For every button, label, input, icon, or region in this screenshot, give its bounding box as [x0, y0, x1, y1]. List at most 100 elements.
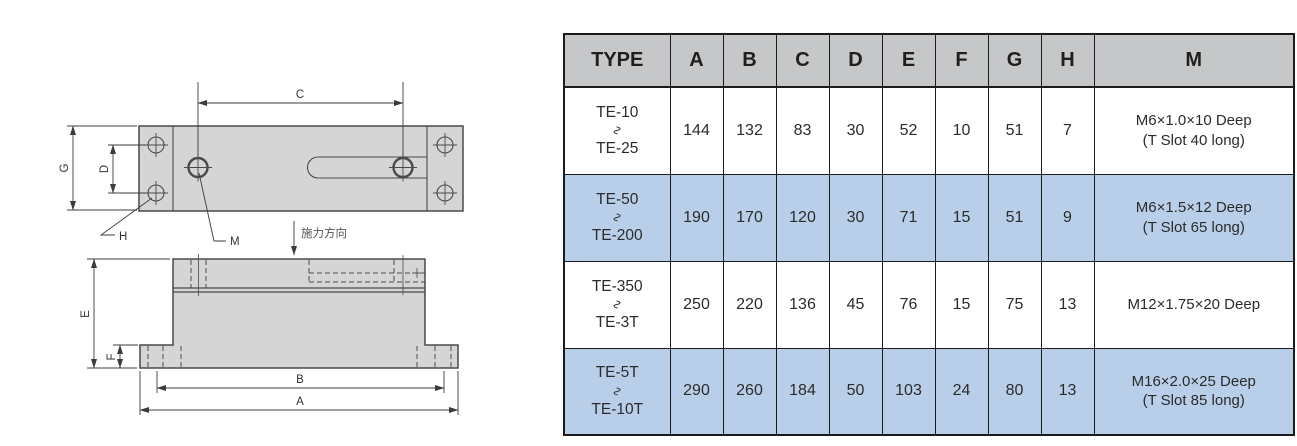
table-row: TE-10 ∿ TE-25 144 132 83 30 52 10 51 7 M… [563, 86, 1295, 175]
hidden-lines-t-slot [308, 260, 425, 283]
col-header-m: M [1093, 33, 1295, 88]
table-row: TE-5T ∿ TE-10T 290 260 184 50 103 24 80 … [563, 347, 1295, 436]
cell-g: 75 [987, 260, 1042, 349]
dim-label-d: D [99, 165, 111, 173]
col-header-h: H [1040, 33, 1095, 88]
corner-hole [144, 181, 168, 205]
type-cell: TE-350 ∿ TE-3T [563, 260, 671, 349]
front-view-body [139, 258, 459, 369]
m-spec-line1: M12×1.75×20 Deep [1127, 295, 1261, 313]
cell-m: M16×2.0×25 Deep (T Slot 85 long) [1093, 347, 1295, 436]
cell-f: 24 [934, 347, 989, 436]
front-view-dimensions [87, 221, 459, 415]
type-cell: TE-5T ∿ TE-10T [563, 347, 671, 436]
dim-label-e: E [80, 310, 92, 318]
cell-b: 220 [722, 260, 777, 349]
type-to: TE-10T [591, 400, 644, 418]
col-header-g: G [987, 33, 1042, 88]
range-tilde: ∿ [609, 299, 625, 310]
cell-c: 83 [775, 86, 830, 175]
cell-f: 10 [934, 86, 989, 175]
m-spec-line2: (T Slot 40 long) [1142, 131, 1245, 149]
cell-a: 290 [669, 347, 724, 436]
cell-g: 51 [987, 173, 1042, 262]
cell-b: 132 [722, 86, 777, 175]
cell-c: 136 [775, 260, 830, 349]
m-spec-line1: M16×2.0×25 Deep [1131, 372, 1256, 390]
col-header-a: A [669, 33, 724, 88]
cell-e: 76 [881, 260, 936, 349]
force-direction-label: 施力方向 [301, 226, 347, 240]
cell-g: 51 [987, 86, 1042, 175]
type-cell: TE-50 ∿ TE-200 [563, 173, 671, 262]
col-header-d: D [828, 33, 883, 88]
front-view [139, 254, 459, 369]
cell-e: 103 [881, 347, 936, 436]
dim-label-c: C [296, 89, 304, 101]
range-tilde: ∿ [609, 212, 625, 223]
cell-e: 71 [881, 173, 936, 262]
cell-b: 260 [722, 347, 777, 436]
type-from: TE-10 [596, 103, 639, 121]
header-row: TYPE A B C D E F G H M [563, 33, 1295, 88]
cell-d: 45 [828, 260, 883, 349]
m-spec-line2: (T Slot 65 long) [1142, 218, 1245, 236]
dim-label-h: H [119, 231, 127, 243]
t-slot [307, 156, 427, 179]
corner-hole [144, 133, 168, 157]
range-tilde: ∿ [609, 385, 625, 397]
corner-hole [433, 181, 457, 205]
center-mark [412, 268, 422, 278]
type-to: TE-200 [591, 227, 643, 244]
cell-b: 170 [722, 173, 777, 262]
cell-h: 13 [1040, 347, 1095, 436]
cell-a: 144 [669, 86, 724, 175]
technical-drawing: C G D H M [59, 82, 464, 415]
threaded-hole-right [389, 153, 417, 182]
cell-m: M6×1.0×10 Deep (T Slot 40 long) [1093, 86, 1295, 175]
cell-c: 184 [775, 347, 830, 436]
corner-hole [433, 133, 457, 157]
cell-m: M12×1.75×20 Deep [1093, 260, 1295, 349]
hidden-lines-base-holes [147, 346, 452, 367]
cell-e: 52 [881, 86, 936, 175]
table-row: TE-350 ∿ TE-3T 250 220 136 45 76 15 75 1… [563, 260, 1295, 349]
top-view [138, 125, 464, 212]
top-view-dim-labels: C G D H M [59, 89, 304, 248]
cell-a: 250 [669, 260, 724, 349]
type-to: TE-25 [596, 140, 639, 158]
table-row: TE-50 ∿ TE-200 190 170 120 30 71 15 51 9… [563, 173, 1295, 262]
cell-h: 9 [1040, 173, 1095, 262]
range-tilde: ∿ [609, 125, 625, 137]
dim-label-m: M [230, 236, 240, 248]
threaded-hole-m [184, 153, 212, 182]
m-spec-line1: M6×1.0×10 Deep [1135, 112, 1252, 130]
top-view-dimensions [67, 82, 404, 242]
cell-f: 15 [934, 173, 989, 262]
cell-h: 13 [1040, 260, 1095, 349]
cell-d: 50 [828, 347, 883, 436]
hidden-lines-left-hole [190, 260, 207, 288]
type-from: TE-50 [596, 190, 639, 208]
cell-h: 7 [1040, 86, 1095, 175]
cell-c: 120 [775, 173, 830, 262]
cell-f: 15 [934, 260, 989, 349]
type-cell: TE-10 ∿ TE-25 [563, 86, 671, 175]
cell-d: 30 [828, 86, 883, 175]
cell-a: 190 [669, 173, 724, 262]
dim-label-f: F [106, 353, 118, 360]
spec-table: TYPE A B C D E F G H M TE-10 [563, 33, 1295, 436]
col-header-b: B [722, 33, 777, 88]
type-from: TE-5T [595, 364, 639, 382]
dim-label-a: A [296, 396, 304, 408]
col-header-c: C [775, 33, 830, 88]
m-spec-line1: M6×1.5×12 Deep [1135, 199, 1252, 216]
dim-label-g: G [59, 163, 71, 172]
cell-m: M6×1.5×12 Deep (T Slot 65 long) [1093, 173, 1295, 262]
cell-g: 80 [987, 347, 1042, 436]
dimension-table: TYPE A B C D E F G H M TE-10 [563, 33, 1295, 436]
col-header-type: TYPE [563, 33, 671, 88]
top-view-body [138, 125, 464, 212]
col-header-e: E [881, 33, 936, 88]
